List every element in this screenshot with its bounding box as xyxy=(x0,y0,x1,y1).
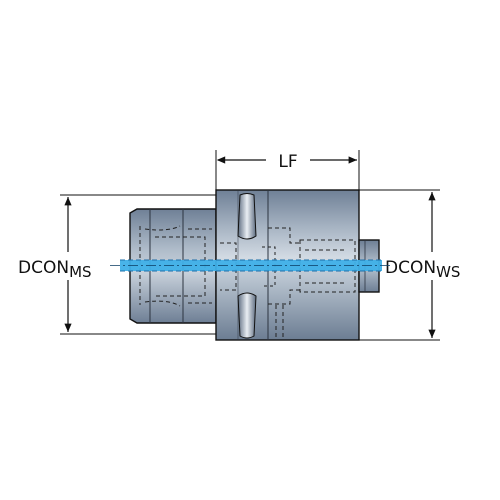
dcon-ms-label: DCONMS xyxy=(18,258,92,281)
lower-wrench-slot xyxy=(237,292,257,339)
coolant-channel xyxy=(110,259,390,272)
lf-dimension: LF xyxy=(215,150,360,190)
dcon-ws-label: DCONWS xyxy=(385,258,460,281)
upper-wrench-slot xyxy=(237,193,257,240)
dcon-ms-dimension: DCONMS xyxy=(18,194,216,335)
lf-label: LF xyxy=(278,152,297,172)
dcon-ws-dimension: DCONWS xyxy=(359,189,460,341)
